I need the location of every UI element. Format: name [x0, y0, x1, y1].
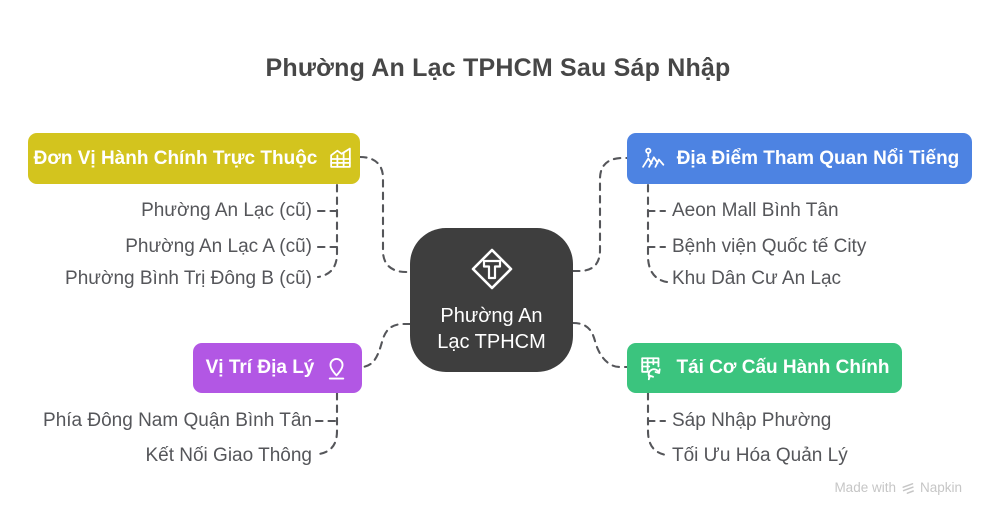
connector-center-to-restructure [571, 321, 629, 369]
credit-brand: Napkin [919, 480, 962, 495]
connector-admin-to-center [358, 155, 412, 274]
list-item: Kết Nối Giao Thông [145, 445, 312, 466]
connector-admin-spine [316, 183, 339, 279]
branch-node-attractions: Địa Điểm Tham Quan Nổi Tiếng [627, 133, 972, 184]
table-chart-icon [327, 146, 354, 171]
connector-location-spine [317, 391, 339, 456]
list-item: Phường An Lạc A (cũ) [125, 236, 312, 257]
branch-label: Địa Điểm Tham Quan Nổi Tiếng [676, 147, 960, 169]
central-node-label: Phường An Lạc TPHCM [437, 305, 546, 353]
connector-center-to-location [360, 322, 412, 369]
tour-mountains-pin-icon [640, 146, 667, 171]
branch-node-admin-units: Đơn Vị Hành Chính Trực Thuộc [28, 133, 360, 184]
list-item: Bệnh viện Quốc tế City [672, 236, 867, 257]
table-refresh-icon [639, 355, 666, 381]
napkin-credit-link[interactable]: Made with Napkin [834, 480, 962, 495]
branch-node-restructure: Tái Cơ Cấu Hành Chính [627, 343, 902, 393]
credit-prefix: Made with [834, 480, 896, 495]
branch-label: Tái Cơ Cấu Hành Chính [676, 357, 890, 378]
connector-attractions-spine [646, 183, 669, 284]
list-item: Phường Bình Trị Đông B (cũ) [65, 268, 312, 289]
napkin-logo-icon [901, 481, 915, 495]
connector-restructure-spine [646, 391, 668, 457]
list-item: Tối Ưu Hóa Quản Lý [672, 445, 848, 466]
list-item: Phía Đông Nam Quận Bình Tân [43, 410, 312, 431]
location-pin-icon [324, 356, 349, 381]
list-item: Phường An Lạc (cũ) [141, 200, 312, 221]
branch-label: Đơn Vị Hành Chính Trực Thuộc [33, 147, 318, 169]
list-item: Sáp Nhập Phường [672, 410, 832, 431]
list-item: Aeon Mall Bình Tân [672, 200, 839, 221]
list-item: Khu Dân Cư An Lạc [672, 268, 842, 289]
branch-label: Vị Trí Địa Lý [205, 357, 315, 378]
connector-center-to-attractions [571, 156, 629, 273]
page-title: Phường An Lạc TPHCM Sau Sáp Nhập [265, 54, 731, 82]
central-node: Phường An Lạc TPHCM [410, 228, 573, 372]
diamond-t-icon [468, 245, 516, 298]
branch-node-location: Vị Trí Địa Lý [193, 343, 362, 393]
